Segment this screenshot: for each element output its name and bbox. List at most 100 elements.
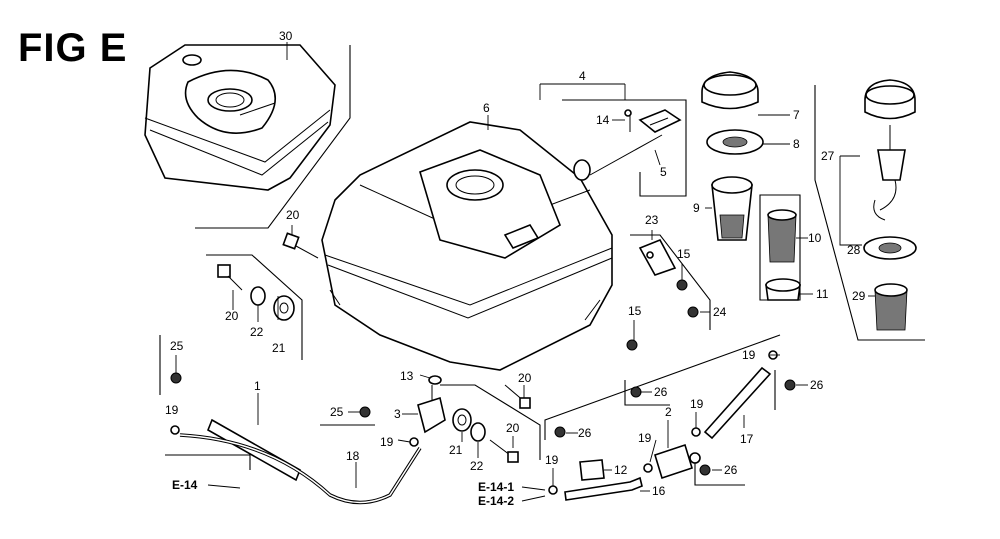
fuel-cock: [417, 385, 446, 434]
callout-26-b: 26: [578, 426, 592, 440]
cap-gasket: [706, 129, 764, 155]
callout-21-lower: 21: [449, 443, 463, 457]
callout-29: 29: [852, 289, 866, 303]
washer-22-lower: [470, 422, 486, 442]
frame-hose-left: [165, 454, 251, 470]
callout-13: 13: [400, 369, 414, 383]
bolt-25-mid: [359, 406, 371, 418]
callout-16: 16: [652, 484, 666, 498]
callout-20-left: 20: [225, 309, 239, 323]
callout-19-cock: 19: [380, 435, 394, 449]
washer-22-left: [250, 286, 266, 306]
clip-19-hose17-bottom: [691, 427, 701, 437]
callout-22-left: 22: [250, 325, 264, 339]
fuel-hose-17: [703, 366, 772, 440]
callout-2: 2: [665, 405, 672, 419]
clip-26-b: [554, 426, 566, 438]
frame-cap-kit: [814, 85, 925, 341]
frame-lower-right: [544, 334, 781, 440]
ref-e14-1: E-14-1: [478, 480, 514, 494]
callout-8: 8: [793, 137, 800, 151]
callout-26-d: 26: [810, 378, 824, 392]
grommet-21-lower: [452, 408, 472, 432]
fuel-filter: [767, 209, 797, 263]
clip-19-cock: [409, 437, 419, 447]
callout-15-upper: 15: [677, 247, 691, 261]
callout-7: 7: [793, 108, 800, 122]
callout-24: 24: [713, 305, 727, 319]
callout-19-hose17-bottom: 19: [690, 397, 704, 411]
callout-11: 11: [816, 287, 829, 301]
fuel-cap: [701, 71, 759, 110]
clip-25-left: [170, 372, 182, 384]
callout-9: 9: [693, 201, 700, 215]
clip-19-hose16: [548, 485, 558, 495]
frame-bracket: [630, 234, 711, 330]
callout-25-mid: 25: [330, 405, 344, 419]
frame-clip-26a: [624, 380, 670, 406]
callout-27: 27: [821, 149, 835, 163]
grommet-21-left: [273, 295, 295, 321]
fuel-gauge: [573, 109, 682, 181]
nut-15-lower: [626, 339, 638, 351]
reference-labels: E-14 E-14-1 E-14-2: [172, 478, 514, 508]
figure-title: FIG E: [18, 26, 128, 70]
tank-bracket: [638, 238, 677, 276]
callout-17: 17: [740, 432, 754, 446]
callout-14: 14: [596, 113, 610, 127]
callout-10: 10: [808, 231, 822, 245]
cap-kit-strainer: [874, 283, 908, 331]
cap-kit-gasket: [863, 236, 917, 260]
frame-filter: [759, 194, 801, 301]
callout-20-lower: 20: [506, 421, 520, 435]
frame-bolt-group: [206, 254, 303, 360]
frame-clip-26b: [694, 455, 745, 486]
nut-15-upper: [676, 279, 688, 291]
frame-lower-mid: [440, 384, 541, 460]
callout-21-left: 21: [272, 341, 286, 355]
ref-e14-2: E-14-2: [478, 494, 514, 508]
callout-19-valve: 19: [638, 431, 652, 445]
fuel-hose-18: [179, 433, 422, 505]
callout-5: 5: [660, 165, 667, 179]
callout-3: 3: [394, 407, 401, 421]
bolt-20-right: [504, 384, 531, 409]
callout-12: 12: [614, 463, 628, 477]
frame-tank-cover: [195, 45, 351, 229]
callout-25-left: 25: [170, 339, 184, 353]
fuel-tank: [321, 121, 613, 371]
frame-fuel-gauge: [562, 99, 687, 197]
callout-19-hose17-top: 19: [742, 348, 756, 362]
callout-22-lower: 22: [470, 459, 484, 473]
fuel-cock-packing: [428, 375, 442, 385]
clip-19-valve: [643, 463, 653, 473]
callout-23: 23: [645, 213, 659, 227]
bolt-20-lower: [489, 439, 519, 463]
callout-18: 18: [346, 449, 360, 463]
bolt-20-left: [217, 264, 243, 291]
callout-4: 4: [579, 69, 586, 83]
bolt-20-top: [282, 232, 319, 259]
callout-6: 6: [483, 101, 490, 115]
callout-26-a: 26: [654, 385, 668, 399]
fuel-hose-16: [564, 476, 643, 501]
clip-26-d: [784, 379, 796, 391]
ref-e14: E-14: [172, 478, 198, 492]
callout-30: 30: [279, 29, 293, 43]
filter-ring: [765, 278, 801, 301]
callout-1: 1: [254, 379, 261, 393]
callout-19-left: 19: [165, 403, 179, 417]
callout-19-hose16: 19: [545, 453, 559, 467]
clip-19-left: [170, 425, 180, 435]
leader-lines: [175, 42, 875, 502]
callout-28: 28: [847, 243, 861, 257]
clip-26-c: [699, 464, 711, 476]
callout-20-top: 20: [286, 208, 300, 222]
callout-26-c: 26: [724, 463, 738, 477]
callout-20-right: 20: [518, 371, 532, 385]
cap-kit: [864, 79, 916, 221]
joint-12: [579, 459, 605, 481]
callout-15-lower: 15: [628, 304, 642, 318]
nut-24: [687, 306, 699, 318]
